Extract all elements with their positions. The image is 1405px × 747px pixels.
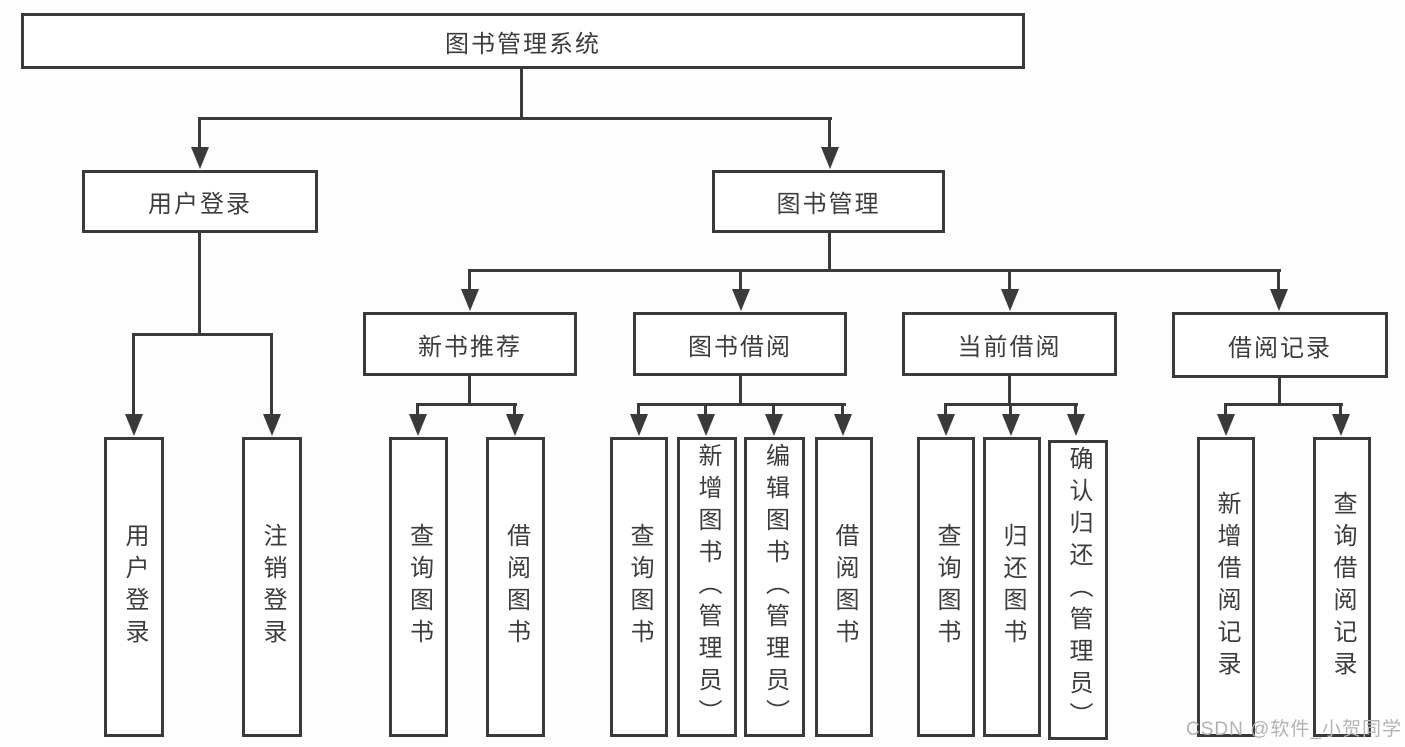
node-borrow-record: 借阅记录: [1172, 312, 1388, 378]
connector-root-hline: [198, 117, 832, 120]
connector-borrow-record-hline: [1224, 403, 1343, 406]
connector-drop-leaf-logout: [270, 333, 273, 415]
leaf-borrow-edit-books-admin: 编辑图书（管理员）: [744, 437, 805, 737]
connector-drop-book-borrow: [739, 269, 742, 291]
connector-new-book-hline: [416, 403, 517, 406]
leaf-borrow-edit-books-admin-label: 编辑图书（管理员）: [761, 443, 789, 731]
connector-drop: [772, 403, 775, 415]
leaf-logout-login: 注销登录: [242, 437, 302, 737]
leaf-current-confirm-return-admin: 确认归还（管理员）: [1048, 440, 1108, 740]
node-new-book-recommend-label: 新书推荐: [418, 333, 522, 361]
arrow-down-icon: [697, 414, 715, 436]
leaf-record-query-borrow-record: 查询借阅记录: [1313, 437, 1371, 737]
connector-drop-user-login: [198, 117, 201, 148]
connector-drop: [1009, 403, 1012, 415]
connector-book-borrow-stem: [739, 375, 742, 406]
node-current-borrow-label: 当前借阅: [957, 333, 1062, 361]
connector-drop-borrow-record: [1277, 269, 1280, 291]
connector-current-borrow-stem: [1008, 375, 1011, 406]
node-book-borrow-label: 图书借阅: [688, 333, 792, 361]
connector-new-book-stem: [468, 375, 471, 406]
arrow-down-icon: [1001, 289, 1019, 311]
leaf-borrow-add-books-admin: 新增图书（管理员）: [677, 437, 737, 737]
leaf-newbook-query-books-label: 查询图书: [405, 523, 433, 651]
leaf-record-query-borrow-record-label: 查询借阅记录: [1329, 491, 1356, 683]
connector-root-stem: [520, 69, 523, 119]
node-borrow-record-label: 借阅记录: [1228, 334, 1332, 362]
node-book-management-label: 图书管理: [776, 191, 881, 218]
arrow-down-icon: [125, 414, 143, 436]
connector-user-login-hline: [132, 333, 273, 336]
arrow-down-icon: [1067, 414, 1085, 436]
connector-book-management-hline: [468, 269, 1281, 272]
arrow-down-icon: [506, 414, 524, 436]
connector-drop: [1074, 403, 1077, 415]
arrow-down-icon: [191, 147, 209, 169]
arrow-down-icon: [1332, 414, 1350, 436]
arrow-down-icon: [821, 147, 839, 169]
arrow-down-icon: [1002, 414, 1020, 436]
arrow-down-icon: [765, 414, 783, 436]
arrow-down-icon: [409, 414, 427, 436]
arrow-down-icon: [263, 414, 281, 436]
arrow-down-icon: [1270, 289, 1288, 311]
csdn-watermark: CSDN @软件_小贺同学: [1186, 719, 1402, 740]
connector-drop: [1339, 403, 1342, 415]
connector-drop: [704, 403, 707, 415]
node-book-management: 图书管理: [712, 170, 945, 233]
leaf-borrow-add-books-admin-label: 新增图书（管理员）: [694, 443, 721, 731]
leaf-current-query-books: 查询图书: [917, 437, 975, 737]
arrow-down-icon: [461, 289, 479, 311]
connector-borrow-record-stem: [1278, 376, 1281, 406]
leaf-user-login: 用户登录: [104, 437, 164, 737]
leaf-newbook-query-books: 查询图书: [389, 437, 448, 737]
leaf-current-return-books: 归还图书: [983, 437, 1041, 737]
connector-drop-new-book: [468, 269, 471, 291]
leaf-logout-login-label: 注销登录: [259, 523, 286, 651]
connector-drop-current-borrow: [1008, 269, 1011, 291]
node-current-borrow: 当前借阅: [902, 312, 1117, 376]
connector-drop: [1224, 403, 1227, 415]
leaf-borrow-borrow-books-label: 借阅图书: [831, 523, 858, 651]
leaf-current-confirm-return-admin-label: 确认归还（管理员）: [1065, 446, 1092, 734]
connector-user-login-stem: [198, 233, 201, 335]
connector-drop: [416, 403, 419, 415]
leaf-current-query-books-label: 查询图书: [933, 523, 960, 651]
leaf-current-return-books-label: 归还图书: [999, 523, 1026, 651]
arrow-down-icon: [1217, 414, 1235, 436]
leaf-newbook-borrow-books-label: 借阅图书: [502, 523, 530, 651]
leaf-user-login-label: 用户登录: [121, 523, 148, 651]
node-user-login: 用户登录: [82, 170, 318, 233]
connector-book-management-stem: [828, 233, 831, 272]
leaf-borrow-query-books-label: 查询图书: [626, 523, 653, 651]
leaf-record-add-borrow-record-label: 新增借阅记录: [1213, 491, 1240, 683]
leaf-borrow-query-books: 查询图书: [610, 437, 668, 737]
node-root: 图书管理系统: [21, 13, 1025, 69]
node-book-borrow: 图书借阅: [633, 312, 847, 376]
connector-drop-leaf-user-login: [132, 333, 135, 415]
connector-drop: [513, 403, 516, 415]
arrow-down-icon: [834, 414, 852, 436]
connector-drop: [841, 403, 844, 415]
connector-drop-book-management: [828, 117, 831, 148]
leaf-borrow-borrow-books: 借阅图书: [815, 437, 873, 737]
node-user-login-label: 用户登录: [148, 191, 252, 218]
arrow-down-icon: [937, 414, 955, 436]
leaf-record-add-borrow-record: 新增借阅记录: [1197, 437, 1255, 737]
node-new-book-recommend: 新书推荐: [363, 312, 577, 376]
connector-drop: [944, 403, 947, 415]
leaf-newbook-borrow-books: 借阅图书: [486, 437, 545, 737]
arrow-down-icon: [630, 414, 648, 436]
connector-book-borrow-hline: [637, 403, 846, 406]
connector-drop: [637, 403, 640, 415]
node-root-label: 图书管理系统: [445, 30, 601, 58]
arrow-down-icon: [732, 289, 750, 311]
